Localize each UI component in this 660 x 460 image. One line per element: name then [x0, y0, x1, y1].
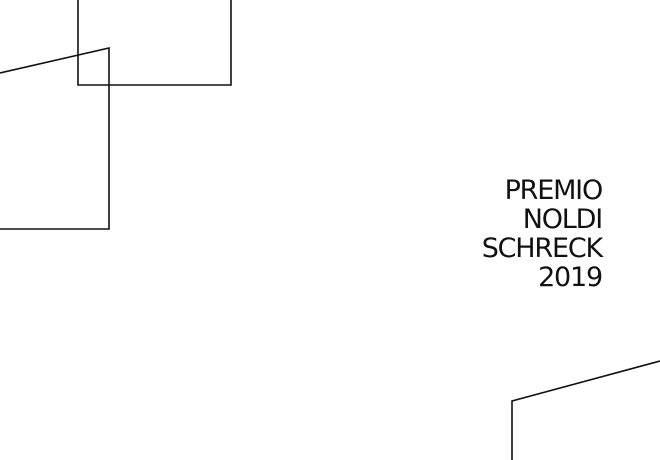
title-line-noldi: NOLDI	[522, 204, 603, 235]
award-title: PREMIO NOLDI SCHRECK 2019	[481, 175, 604, 293]
outline-slanted-shape-left	[0, 46, 110, 230]
outline-square-top	[77, 0, 232, 86]
outline-slanted-shape-bottom-right	[511, 360, 660, 460]
title-line-premio: PREMIO	[504, 175, 604, 206]
title-line-year: 2019	[538, 262, 603, 293]
title-line-schreck: SCHRECK	[481, 233, 603, 264]
